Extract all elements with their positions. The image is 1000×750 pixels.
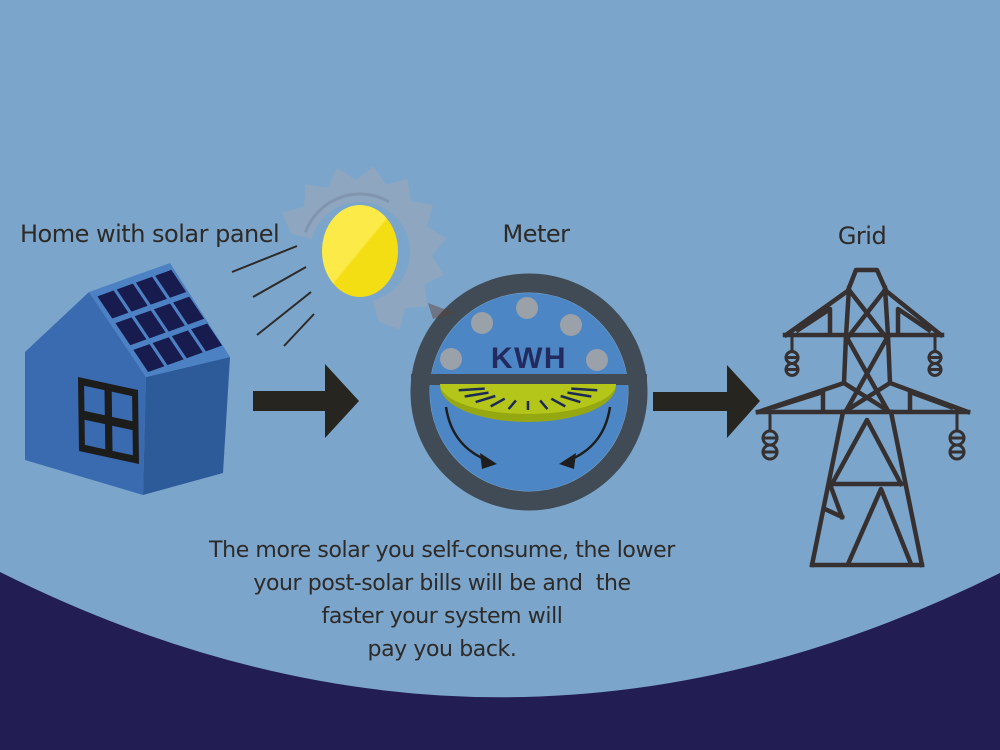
home-label: Home with solar panel	[20, 220, 280, 248]
dial-tick	[507, 399, 517, 410]
meter-dot	[560, 314, 582, 336]
insulator-ring	[948, 443, 966, 461]
meter-dial	[440, 384, 616, 414]
solar-panel-cell	[133, 344, 165, 373]
meter-dot	[471, 312, 493, 334]
insulator-ring	[761, 443, 779, 461]
solar-panel-cell	[152, 337, 184, 366]
meter-dot	[586, 349, 608, 371]
meter-middle-band	[411, 374, 647, 385]
dial-tick	[560, 394, 581, 404]
insulator-ring	[927, 362, 943, 377]
house-side-face	[143, 357, 230, 495]
dial-tick	[458, 387, 485, 392]
caption-line: The more solar you self-consume, the low…	[209, 538, 675, 563]
insulator-ring	[784, 362, 800, 377]
meter-arrowhead-left	[480, 453, 497, 469]
window-pane	[112, 425, 133, 456]
dial-tick	[475, 394, 496, 404]
corona-shadow	[428, 303, 455, 319]
sun-rays	[231, 245, 315, 347]
window-pane	[111, 391, 133, 422]
insulator-link	[948, 410, 966, 454]
tower-mid-lattice	[841, 332, 893, 415]
solar-panel-cell	[153, 303, 185, 332]
tower-cap	[843, 267, 891, 340]
tower-upper-insulators	[784, 333, 943, 377]
meter-dial-ticks	[458, 387, 598, 410]
meter-label: Meter	[502, 220, 570, 248]
solar-panel-cell	[155, 269, 187, 298]
dial-tick	[571, 387, 598, 392]
solar-panel-cell	[171, 330, 203, 359]
sun-ray	[283, 313, 315, 347]
solar-panel-cell	[191, 323, 223, 352]
solar-panel-array	[97, 269, 223, 373]
caption-line: pay you back.	[367, 637, 517, 662]
sun-corona	[282, 166, 446, 330]
insulator-link	[761, 410, 779, 454]
sun-ray	[231, 245, 298, 273]
insulator-link	[784, 333, 800, 371]
dial-tick	[550, 397, 566, 408]
insulator-link	[927, 333, 943, 371]
meter-dots	[440, 297, 608, 371]
tower-lower-insulators	[761, 410, 966, 461]
tower-legs	[809, 409, 925, 568]
sun-corona-arc	[304, 192, 390, 233]
tower-lower-arm	[755, 379, 971, 416]
caption-text: The more solar you self-consume, the low…	[209, 534, 675, 666]
arrow-house-to-meter-icon	[253, 364, 359, 438]
solar-panel-cell	[135, 276, 167, 305]
solar-panel-cell	[97, 290, 129, 319]
caption-line: your post-solar bills will be and the	[253, 571, 631, 596]
window-pane	[84, 385, 105, 416]
tower-upper-arm	[782, 286, 945, 339]
meter-dot	[440, 348, 462, 370]
sun-disc	[322, 205, 398, 297]
solar-panel-cell	[134, 310, 166, 339]
dial-tick	[464, 391, 489, 398]
transmission-tower-icon	[755, 267, 971, 568]
house-icon	[25, 263, 230, 495]
window-pane	[84, 419, 106, 450]
dial-tick	[567, 391, 592, 398]
house-window	[78, 377, 139, 464]
arrow-meter-to-grid-icon	[653, 365, 760, 438]
meter-dot	[516, 297, 538, 319]
solar-panel-cell	[173, 296, 205, 325]
meter-unit-label: KWH	[491, 342, 567, 375]
solar-panel-cell	[116, 283, 148, 312]
sun-icon	[231, 166, 455, 347]
meter-ring	[410, 273, 648, 511]
dial-tick	[490, 397, 506, 408]
grid-label: Grid	[837, 222, 887, 250]
dial-tick	[539, 399, 549, 410]
caption-line: faster your system will	[321, 604, 563, 629]
meter-icon: KWH	[410, 273, 648, 511]
bottom-wave	[0, 572, 1000, 750]
sun-ray	[256, 291, 312, 336]
sun-ray	[252, 266, 307, 298]
solar-panel-cell	[115, 317, 147, 346]
meter-arrowhead-right	[559, 453, 576, 469]
